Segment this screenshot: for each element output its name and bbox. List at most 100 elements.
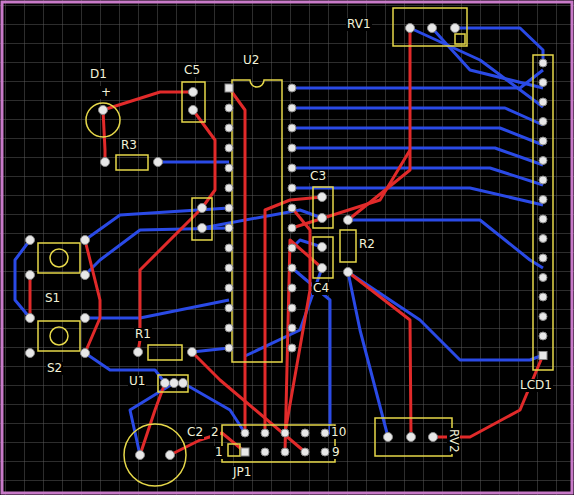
pad — [288, 284, 296, 292]
pad — [288, 184, 296, 192]
component-label: U1 — [128, 375, 146, 388]
pad — [81, 314, 90, 323]
pad — [318, 214, 327, 223]
pad — [428, 24, 437, 33]
pad — [225, 244, 233, 252]
pad — [384, 433, 393, 442]
pad — [321, 448, 329, 456]
pad — [225, 84, 233, 92]
pad — [301, 429, 309, 437]
pad — [318, 193, 327, 202]
component-label: C2 — [186, 426, 204, 439]
component-label: S2 — [46, 362, 63, 375]
component-label: R2 — [358, 238, 376, 251]
component-label: C3 — [309, 170, 327, 183]
pad — [81, 349, 90, 358]
pad — [154, 158, 163, 167]
pad — [225, 124, 233, 132]
component-label: 2 — [210, 426, 220, 439]
pad — [225, 184, 233, 192]
pad — [288, 264, 296, 272]
pad — [539, 98, 547, 106]
pad — [189, 106, 198, 115]
pad — [288, 124, 296, 132]
pad — [161, 379, 170, 388]
component-label: R1 — [134, 328, 152, 341]
pad — [288, 304, 296, 312]
pad — [539, 352, 547, 360]
pad — [288, 164, 296, 172]
component-label: LCD1 — [519, 379, 553, 392]
pad — [288, 244, 296, 252]
pad — [288, 324, 296, 332]
component-label: R3 — [120, 139, 138, 152]
pad — [281, 429, 289, 437]
pad — [225, 324, 233, 332]
pad — [99, 106, 108, 115]
pad — [26, 236, 35, 245]
pad — [225, 164, 233, 172]
pad — [539, 157, 547, 165]
component-label: S1 — [44, 292, 61, 305]
pad — [539, 274, 547, 282]
pad — [288, 344, 296, 352]
component-label: D1 — [89, 68, 108, 81]
pad — [241, 429, 249, 437]
pad — [225, 224, 233, 232]
pad — [241, 448, 249, 456]
pad — [318, 264, 327, 273]
pad — [225, 144, 233, 152]
pad — [539, 137, 547, 145]
pad — [261, 429, 269, 437]
pad — [539, 293, 547, 301]
pad — [225, 264, 233, 272]
component-label: 9 — [331, 446, 341, 459]
pad — [321, 429, 329, 437]
pad — [188, 348, 197, 357]
pad — [301, 448, 309, 456]
bottom-traces — [15, 28, 543, 455]
component-label: C4 — [312, 282, 330, 295]
pad — [134, 348, 143, 357]
pad — [198, 224, 207, 233]
top-traces — [30, 28, 543, 455]
pad — [101, 158, 110, 167]
pad — [26, 314, 35, 323]
component-label: JP1 — [232, 466, 252, 479]
pad — [261, 448, 269, 456]
pads — [26, 24, 548, 460]
pad — [539, 196, 547, 204]
pad — [429, 433, 438, 442]
component-label: RV2 — [447, 428, 460, 454]
pad — [539, 215, 547, 223]
pad — [281, 448, 289, 456]
pad — [539, 313, 547, 321]
pad — [407, 433, 416, 442]
pad — [26, 271, 35, 280]
component-label: U2 — [242, 54, 260, 67]
pad — [288, 84, 296, 92]
pad — [539, 79, 547, 87]
pad — [225, 104, 233, 112]
pad — [81, 271, 90, 280]
pad — [81, 236, 90, 245]
pad — [189, 88, 198, 97]
component-label: 10 — [330, 426, 347, 439]
pad — [170, 379, 179, 388]
pad — [136, 451, 145, 460]
pad — [318, 243, 327, 252]
pad — [539, 118, 547, 126]
pad — [198, 204, 207, 213]
pad — [179, 379, 188, 388]
pad — [225, 304, 233, 312]
pad — [225, 284, 233, 292]
pad — [225, 344, 233, 352]
pad — [288, 204, 296, 212]
pad — [539, 332, 547, 340]
pad — [166, 451, 175, 460]
pad — [539, 59, 547, 67]
